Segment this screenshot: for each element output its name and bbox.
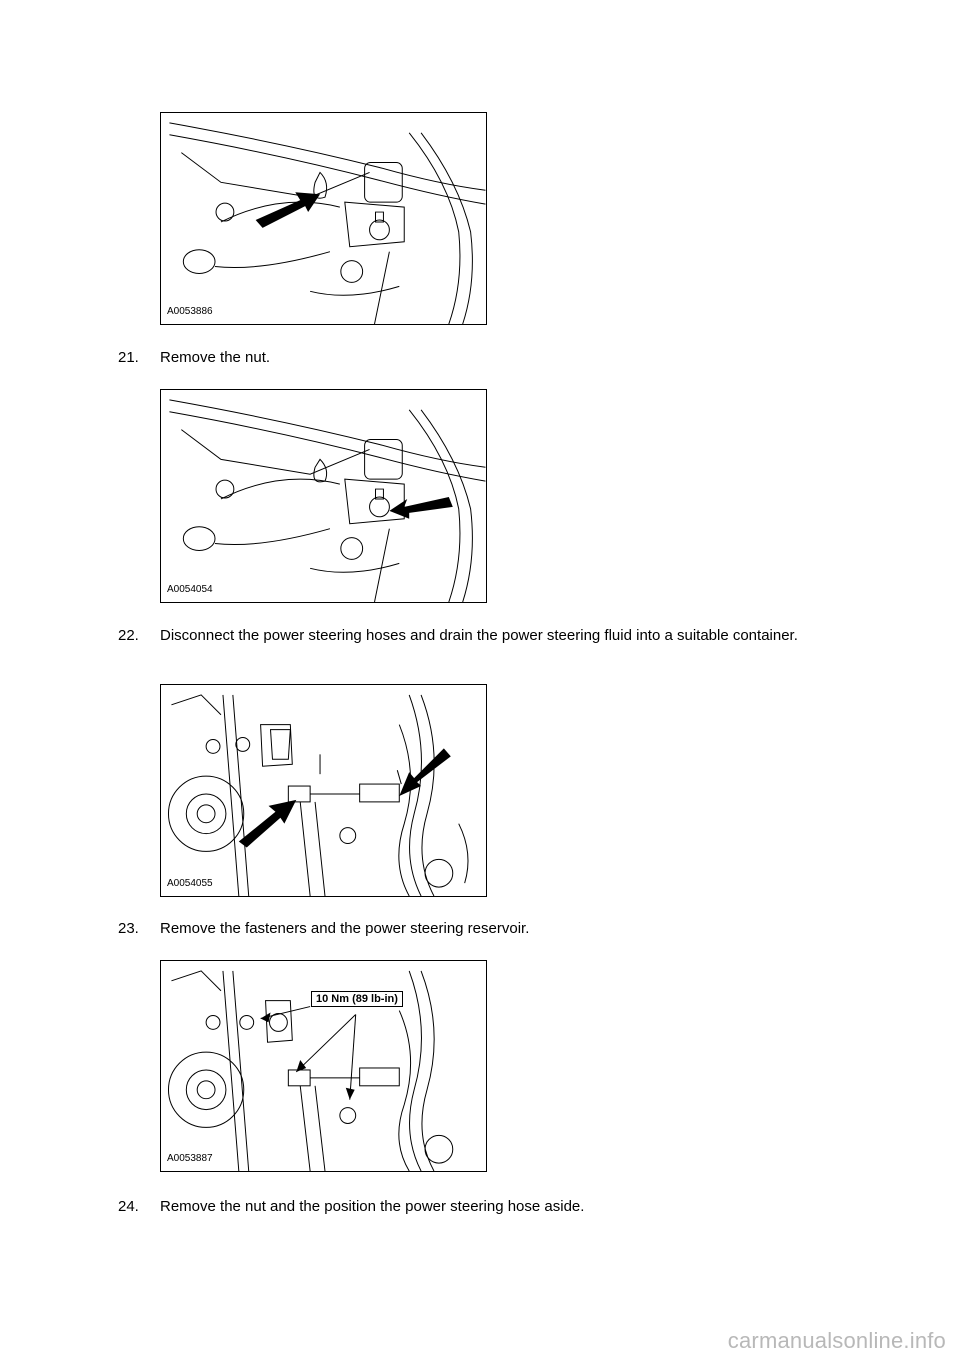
step-text: Remove the fasteners and the power steer…: [160, 920, 530, 937]
step-number: 22.: [118, 627, 139, 644]
figure-2-illustration: [169, 399, 486, 602]
figure-1-illustration: [169, 122, 486, 324]
step-number: 21.: [118, 349, 139, 366]
step-text: Remove the nut.: [160, 349, 271, 366]
figure-2-code: A0054054: [167, 584, 213, 595]
figure-1: A0053886: [160, 112, 487, 325]
step-number: 23.: [118, 920, 139, 937]
figure-4-code: A0053887: [167, 1153, 213, 1164]
figure-4-illustration: [167, 970, 454, 1171]
figure-3-code: A0054055: [167, 878, 213, 889]
figure-3: A0054055: [160, 684, 487, 897]
figure-1-code: A0053886: [167, 306, 213, 317]
step-text: Remove the nut and the position the powe…: [160, 1198, 585, 1215]
step-text: Disconnect the power steering hoses and …: [160, 627, 798, 644]
figure-3-illustration: [167, 694, 469, 896]
step-number: 24.: [118, 1198, 139, 1215]
figure-4: 10 Nm (89 lb-in) A0053887: [160, 960, 487, 1172]
torque-callout: 10 Nm (89 lb-in): [311, 991, 403, 1007]
footer-watermark: carmanualsonline.info: [727, 1328, 946, 1353]
figure-2: A0054054: [160, 389, 487, 603]
